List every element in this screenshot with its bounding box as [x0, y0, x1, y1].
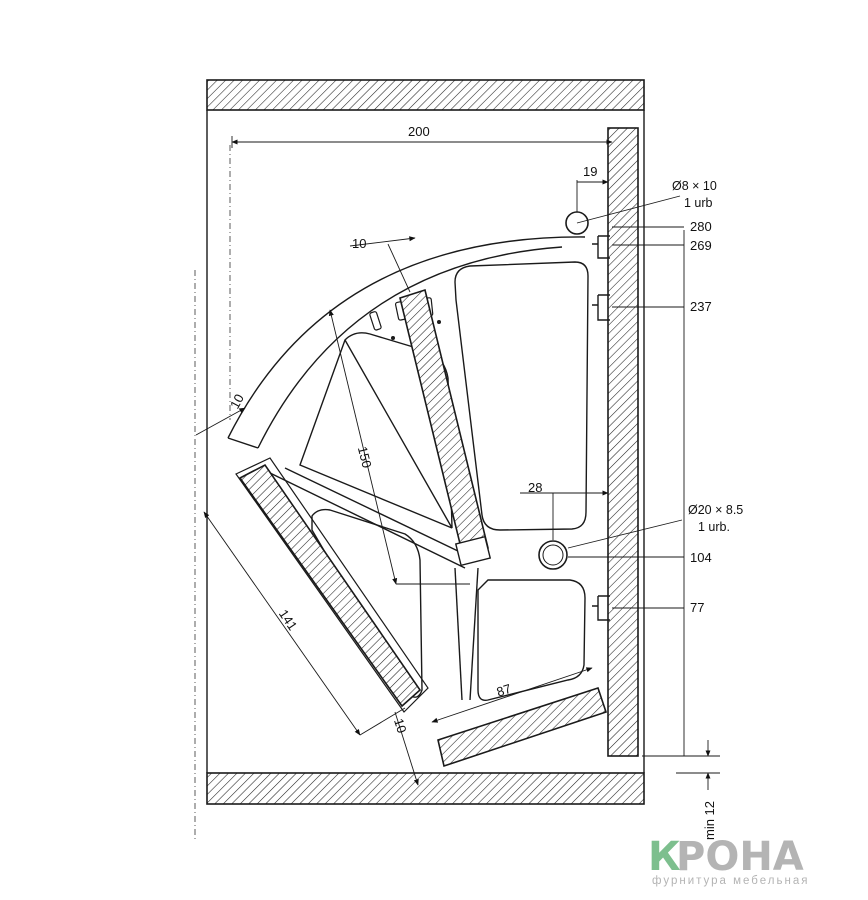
cabinet-top-panel [206, 79, 645, 111]
cutout-window [477, 579, 586, 701]
outer-arc [227, 236, 586, 439]
slot [369, 311, 382, 331]
height-mark: 237 [690, 299, 712, 314]
cabinet-bottom-panel [206, 772, 645, 805]
spoke [469, 567, 479, 701]
dim-tray-height: 150 [355, 445, 375, 470]
tray-bottom [437, 686, 608, 768]
inner-arc [257, 246, 563, 449]
mounting-bracket [592, 595, 610, 621]
corner-mechanism [227, 211, 610, 768]
spoke [454, 567, 463, 701]
dim-bottom-length: 87 [495, 681, 513, 700]
dim-side-length: 141 [276, 607, 301, 633]
mounting-bracket [592, 235, 610, 259]
mounting-bracket [592, 294, 610, 321]
large-hole-size: Ø20 × 8.5 [688, 503, 743, 517]
height-mark: 280 [690, 219, 712, 234]
large-hole-qty: 1 urb. [698, 520, 730, 534]
large-hole-inner [542, 544, 564, 566]
pin-hole [437, 320, 441, 324]
height-mark: 77 [690, 600, 704, 615]
arc-tip [227, 437, 259, 449]
small-hole-size: Ø8 × 10 [672, 179, 717, 193]
pin-hole [391, 336, 395, 340]
logo-tagline: фурнитура мебельная [652, 875, 809, 887]
tray-left [238, 463, 422, 708]
logo-rest: РОНА [676, 834, 804, 880]
dim-arc-gap: 10 [352, 236, 366, 251]
dimension-lines [195, 136, 720, 790]
tray-upper-clip [454, 535, 492, 567]
tray-upper [399, 288, 489, 558]
cutout-window [454, 261, 589, 531]
dim-left-gap: 10 [227, 391, 247, 411]
small-hole-qty: 1 urb [684, 196, 713, 210]
dim-mid-offset: 28 [528, 480, 542, 495]
brand-logo: К РОНА фурнитура мебельная [648, 834, 809, 887]
cabinet [194, 79, 645, 840]
dim-right-offset: 19 [583, 164, 597, 179]
dim-top-width: 200 [408, 124, 430, 139]
logo-k: К [648, 834, 681, 880]
dim-lower-gap: 10 [391, 717, 410, 735]
cutout-window [311, 508, 423, 698]
side-panel [607, 127, 639, 757]
dim-min-clearance: min 12 [702, 801, 717, 840]
height-mark: 104 [690, 550, 712, 565]
height-mark: 269 [690, 238, 712, 253]
